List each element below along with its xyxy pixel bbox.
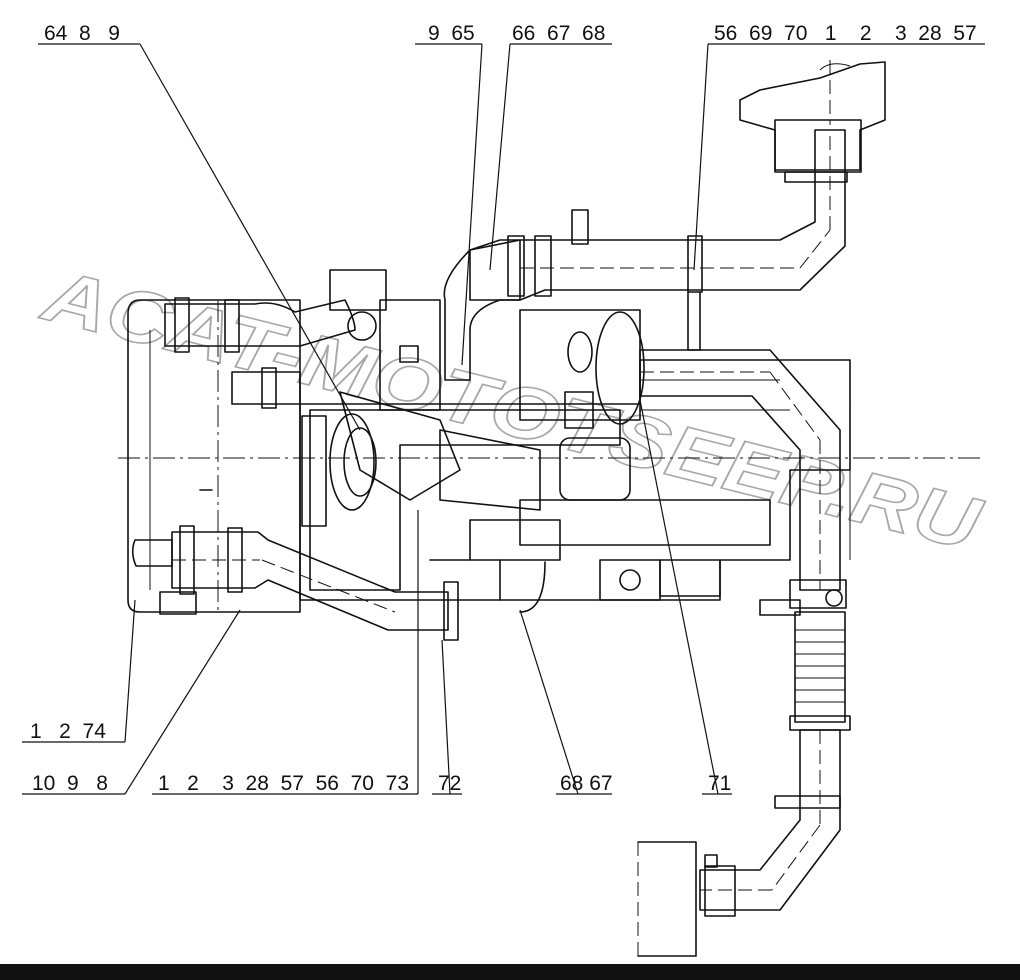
exhaust-box bbox=[637, 841, 718, 957]
exhaust-pipe-right bbox=[639, 349, 847, 616]
exhaust-pipe-top bbox=[469, 129, 846, 351]
callout-top-right: 56 69 70 1 2 3 28 57 bbox=[714, 22, 977, 45]
callout-top-left: 64 8 9 bbox=[44, 22, 120, 45]
radiator bbox=[127, 299, 301, 615]
callout-top-mid-b: 66 67 68 bbox=[512, 22, 605, 45]
callout-68-67: 68 67 bbox=[560, 772, 613, 795]
exhaust-pipe-lower bbox=[699, 729, 841, 917]
callout-bottom-mid: 1 2 3 28 57 56 70 73 bbox=[158, 772, 409, 795]
pulley bbox=[301, 269, 387, 527]
muffler bbox=[739, 60, 886, 183]
centerlines bbox=[118, 300, 985, 610]
callout-71: 71 bbox=[708, 772, 731, 795]
lower-intake-pipe bbox=[131, 525, 459, 641]
leader-lines bbox=[22, 43, 985, 795]
callout-left-b: 10 9 8 bbox=[32, 772, 108, 795]
flex-bellows bbox=[789, 611, 851, 731]
callout-left-a: 1 2 74 bbox=[30, 720, 106, 743]
bottom-frame-bar bbox=[0, 964, 1020, 980]
callouts: 64 8 9 9 65 66 67 68 56 69 70 1 2 3 28 5… bbox=[30, 22, 977, 795]
callout-top-mid-a: 9 65 bbox=[428, 22, 475, 45]
